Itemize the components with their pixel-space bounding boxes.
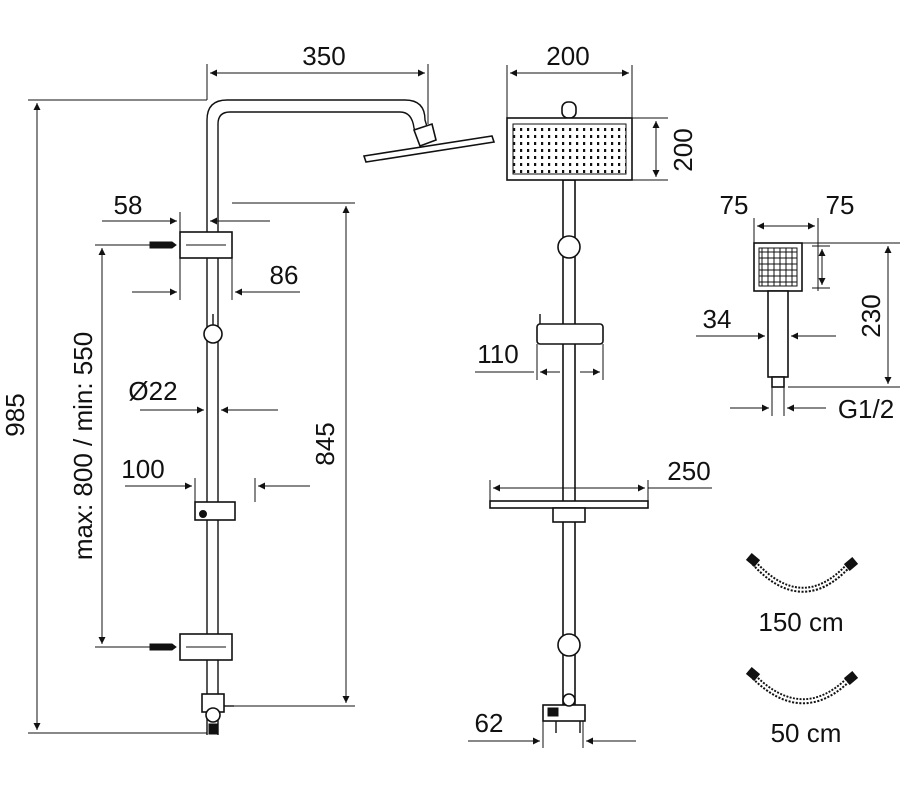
dim-valve-width: 62	[475, 708, 504, 738]
hand-shower-thread	[771, 376, 785, 388]
hose-label-50: 50 cm	[771, 718, 842, 748]
dim-head-depth: 200	[668, 128, 698, 171]
dim-bracket-depth: 86	[270, 260, 299, 290]
dim-hand-width-right: 75	[826, 190, 855, 220]
side-view: 350 985 max: 800 / min: 550 845 58 86 Ø2…	[0, 41, 496, 735]
dim-shelf-depth: 100	[121, 454, 164, 484]
dim-pipe-diameter: Ø22	[128, 376, 177, 406]
upper-wall-screw	[149, 241, 177, 249]
side-head-plate	[362, 135, 496, 163]
dim-overall-height: 985	[0, 393, 30, 436]
side-diverter-knob	[203, 324, 223, 344]
lower-wall-screw	[149, 643, 177, 651]
front-soap-shelf	[489, 500, 649, 509]
front-diverter	[536, 323, 604, 345]
front-shelf-clamp	[552, 507, 586, 523]
dim-diverter-width: 110	[477, 339, 518, 369]
dim-hand-handle: 34	[703, 304, 732, 334]
dim-bar-height: 845	[310, 422, 340, 465]
dim-hand-thread: G1/2	[838, 394, 894, 424]
dim-hand-width-left: 75	[720, 190, 749, 220]
dim-head-width: 200	[546, 41, 589, 71]
front-knob-lower	[557, 633, 581, 657]
dim-bracket-offset: 58	[114, 190, 143, 220]
front-top-cap	[561, 101, 577, 119]
front-view: 200 200 110 250 62	[468, 41, 712, 748]
side-riser-outer	[206, 99, 429, 735]
hand-shower-view: 75 75 230 34 G1/2	[696, 190, 900, 424]
side-riser-inner	[217, 111, 418, 735]
dim-bracket-spacing: max: 800 / min: 550	[68, 332, 98, 560]
side-head-joint	[412, 122, 437, 148]
hand-shower-handle	[767, 290, 789, 378]
hose-label-150: 150 cm	[758, 607, 843, 637]
front-knob-upper	[557, 235, 581, 259]
hose-150cm: 150 cm	[745, 553, 859, 637]
dim-shelf-width: 250	[667, 456, 710, 486]
dim-head-arm-reach: 350	[302, 41, 345, 71]
hose-50cm: 50 cm	[745, 667, 859, 748]
dim-hand-length: 230	[856, 294, 886, 337]
